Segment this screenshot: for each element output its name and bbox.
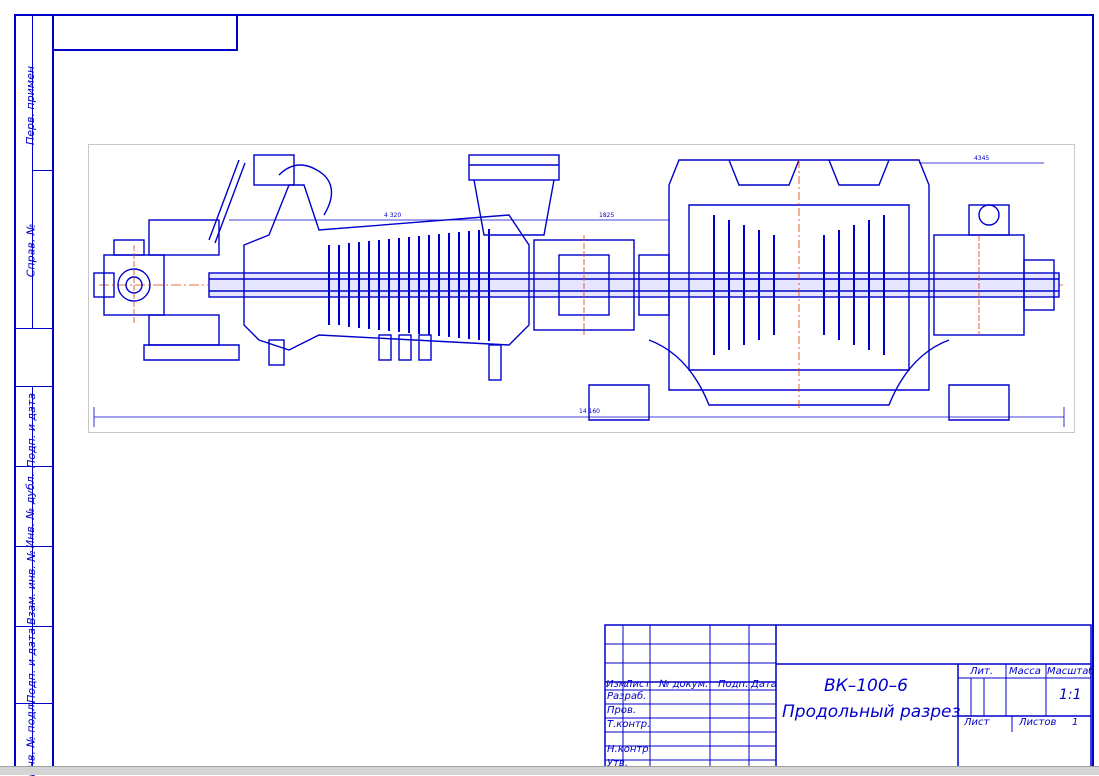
sheets-value: 1: [1072, 717, 1079, 728]
dimension-total: 14 160: [579, 408, 600, 415]
side-label-inv-dubl: Инв. № дубл.: [24, 472, 38, 548]
dimension-1: 4 320: [384, 212, 401, 219]
dimension-2: 1825: [599, 212, 614, 219]
header-lit: Лит.: [970, 666, 994, 677]
title-block: Изм. Лист № докум. Подп. Дата Разраб. Пр…: [604, 624, 1095, 774]
row-tkontr: Т.контр.: [607, 719, 651, 730]
row-nkontr: Н.контр.: [607, 744, 652, 755]
top-left-stamp: [52, 14, 238, 51]
sheets-label: Листов: [1019, 717, 1057, 728]
side-label-vzam-inv: Взам. инв. №: [24, 549, 38, 625]
side-label-perv-primen: Перв. примен: [24, 65, 38, 145]
side-label-inv-podl: Инв. № подл.: [24, 700, 38, 776]
drawing-title: Продольный разрез: [782, 702, 961, 722]
title-block-grid: [604, 624, 1092, 774]
status-bar: [0, 766, 1099, 775]
side-label-podp-data-1: Подп. и дата: [24, 392, 38, 468]
turbine-section-drawing: 14 160 4 320 1825 4345: [88, 144, 1075, 433]
row-prov: Пров.: [607, 705, 637, 716]
col-dokum: № докум.: [659, 679, 709, 690]
col-data: Дата: [751, 679, 777, 690]
col-list: Лист: [625, 679, 651, 690]
col-izm: Изм.: [606, 679, 630, 690]
row-utv: Утв.: [607, 758, 628, 769]
header-massa: Масса: [1009, 666, 1041, 677]
col-podp: Подп.: [718, 679, 749, 690]
header-masshtab: Масштаб: [1047, 666, 1095, 677]
designation: ВК–100–6: [824, 676, 908, 696]
sheet-label: Лист: [964, 717, 990, 728]
side-label-podp-data-2: Подп. и дата: [24, 627, 38, 703]
scale-value: 1:1: [1059, 687, 1082, 703]
side-label-sprav-no: Справ. №: [24, 223, 38, 277]
turbine-drawing-svg: 14 160 4 320 1825 4345: [93, 154, 1065, 427]
dimension-3: 4345: [974, 155, 989, 162]
row-razrab: Разраб.: [607, 691, 647, 702]
